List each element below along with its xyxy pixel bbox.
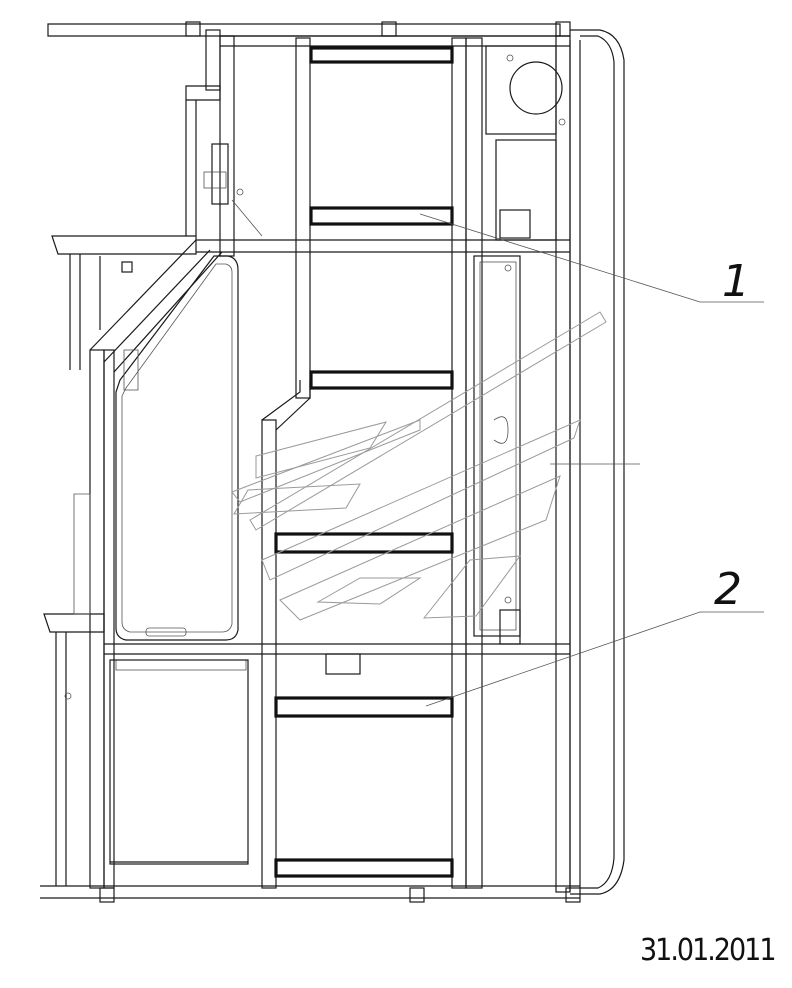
watermark-logo — [231, 311, 607, 621]
callout-1-label: 1 — [722, 256, 750, 307]
lower-left-structure — [43, 235, 249, 886]
date-stamp: 31.01.2011 — [640, 933, 774, 968]
leader-lines — [419, 213, 764, 707]
outer-door-panel — [569, 29, 625, 895]
top-latch-bracket — [185, 29, 263, 237]
diagonal-pillar — [89, 239, 223, 373]
frame-verticals — [89, 35, 571, 893]
bar-pads — [274, 46, 454, 878]
callout-2-label: 2 — [714, 564, 742, 615]
roof-plate — [47, 21, 571, 37]
side-window — [115, 255, 239, 641]
right-compartment — [325, 45, 566, 675]
